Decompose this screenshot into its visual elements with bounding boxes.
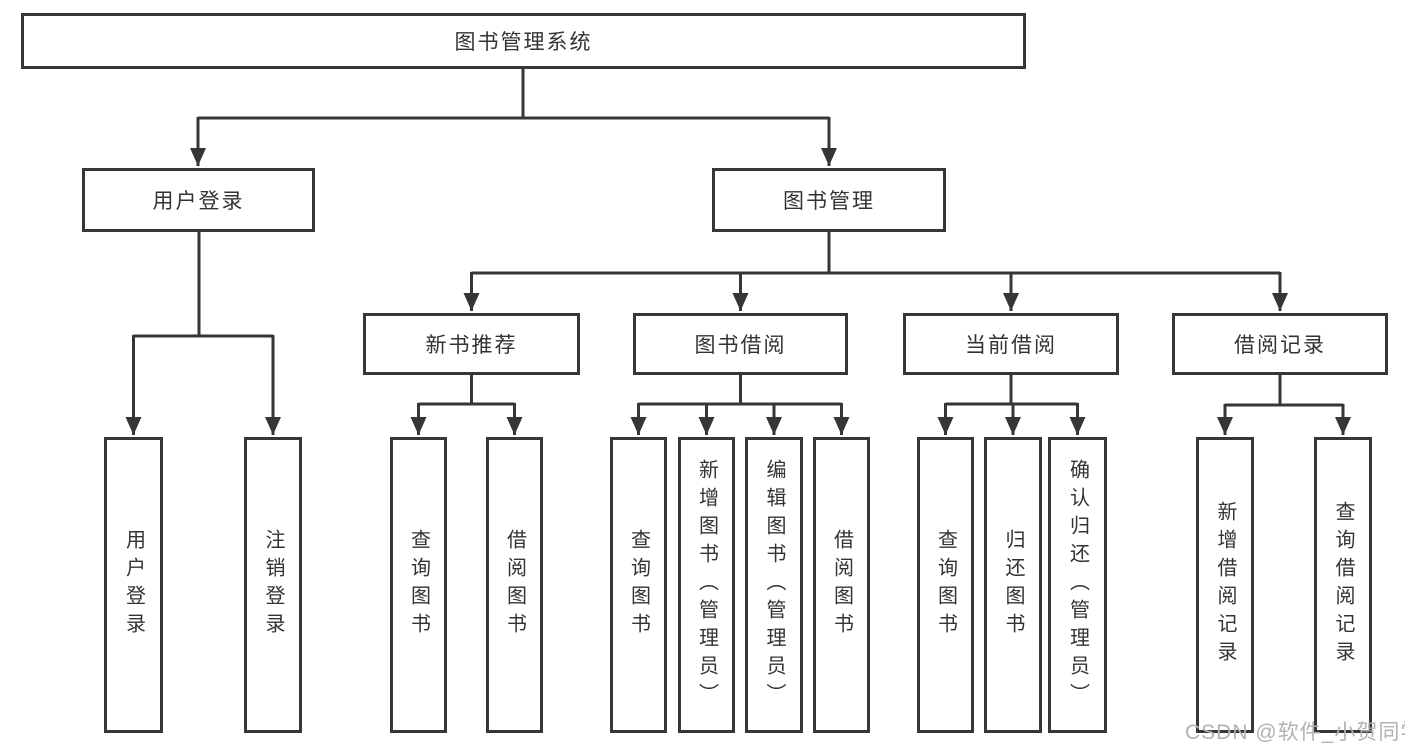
leaf-query-books-2: 查询图书 [610,437,667,733]
leaf-confirm-return-admin: 确认归还（管理员） [1048,437,1107,733]
leaf-label: 新增借阅记录 [1214,501,1236,669]
leaf-edit-books-admin: 编辑图书（管理员） [745,437,803,733]
node-book-borrow: 图书借阅 [633,313,848,375]
node-borrow-records-label: 借阅记录 [1234,334,1326,357]
leaf-label: 查询借阅记录 [1332,501,1354,669]
leaf-query-books-1: 查询图书 [390,437,447,733]
leaf-borrow-books-2: 借阅图书 [813,437,870,733]
leaf-logout: 注销登录 [244,437,302,733]
leaf-label: 新增图书（管理员） [695,459,718,711]
leaf-label: 借阅图书 [503,529,526,641]
csdn-watermark: CSDN @软件_小贺同学 [1185,721,1405,744]
leaf-user-login: 用户登录 [104,437,163,733]
leaf-label: 查询图书 [407,529,430,641]
leaf-query-borrow-record: 查询借阅记录 [1314,437,1372,733]
leaf-label: 查询图书 [627,529,650,641]
leaf-label: 查询图书 [934,529,957,641]
leaf-label: 归还图书 [1002,529,1024,641]
connectors-user-login [125,232,281,435]
node-current-borrow-label: 当前借阅 [965,334,1057,357]
node-user-login-label: 用户登录 [152,190,245,213]
leaf-return-books: 归还图书 [984,437,1042,733]
connectors-borrow-records [1217,375,1351,435]
leaf-label: 确认归还（管理员） [1066,459,1089,711]
connectors-book-borrow [630,375,850,435]
connectors-root [190,69,837,166]
leaf-label: 注销登录 [262,529,284,641]
leaf-label: 用户登录 [122,529,145,641]
connectors-book-management [463,232,1288,311]
connectors-current-borrow [937,375,1086,435]
leaf-label: 编辑图书（管理员） [763,459,785,711]
node-new-book-recommend: 新书推荐 [363,313,580,375]
leaf-query-books-3: 查询图书 [917,437,974,733]
node-library-system-label: 图书管理系统 [454,31,593,54]
node-library-system: 图书管理系统 [21,13,1026,69]
node-book-management-label: 图书管理 [783,190,875,213]
node-book-borrow-label: 图书借阅 [694,334,787,357]
node-book-management: 图书管理 [712,168,946,232]
leaf-label: 借阅图书 [830,529,853,641]
node-borrow-records: 借阅记录 [1172,313,1388,375]
node-current-borrow: 当前借阅 [903,313,1119,375]
connectors-new-book-recommend [410,375,523,435]
leaf-add-borrow-record: 新增借阅记录 [1196,437,1254,733]
node-user-login: 用户登录 [82,168,315,232]
node-new-book-recommend-label: 新书推荐 [425,334,518,357]
leaf-add-books-admin: 新增图书（管理员） [678,437,735,733]
leaf-borrow-books-1: 借阅图书 [486,437,543,733]
